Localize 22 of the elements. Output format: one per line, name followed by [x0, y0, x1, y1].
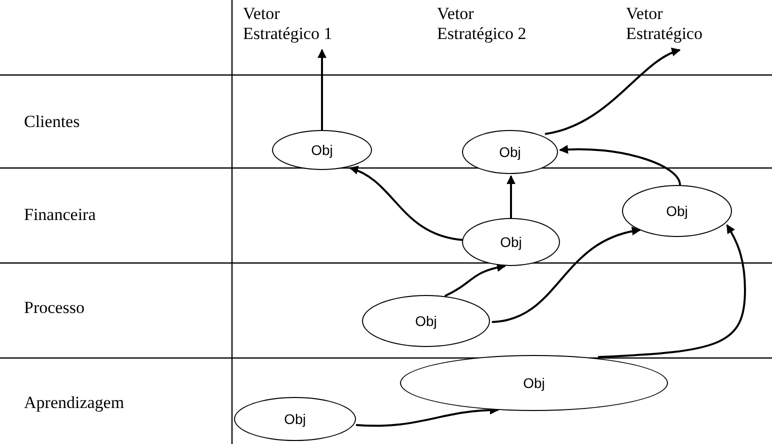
column-header: Vetor Estratégico 2	[437, 4, 549, 44]
arrow	[492, 227, 641, 323]
objective-ellipse: Obj	[400, 355, 668, 411]
objective-ellipse: Obj	[362, 295, 490, 347]
objective-ellipse: Obj	[462, 218, 560, 266]
arrow	[506, 175, 516, 218]
arrow	[598, 224, 746, 358]
row-label: Clientes	[24, 112, 80, 132]
objective-ellipse: Obj	[462, 130, 558, 174]
objective-ellipse: Obj	[622, 185, 732, 237]
arrow	[544, 48, 681, 135]
arrow	[559, 145, 681, 186]
column-header: Vetor Estratégico	[626, 4, 738, 44]
row-label: Financeira	[24, 205, 96, 225]
arrow	[318, 48, 326, 130]
objective-ellipse: Obj	[234, 397, 356, 441]
arrow	[444, 263, 506, 297]
row-label: Processo	[24, 298, 84, 318]
column-header: Vetor Estratégico 1	[243, 4, 355, 44]
row-label: Aprendizagem	[24, 393, 124, 413]
objective-ellipse: Obj	[272, 130, 372, 170]
arrow	[349, 166, 464, 241]
